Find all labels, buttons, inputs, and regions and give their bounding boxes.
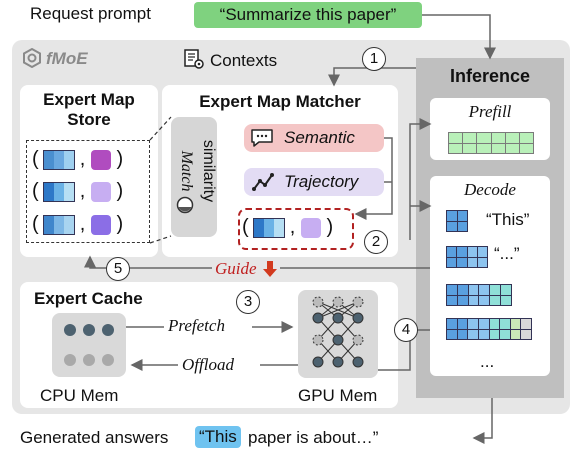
- expert-map-store-panel: [20, 85, 158, 257]
- request-prompt-label: Request prompt: [30, 4, 151, 23]
- expert-cache-title: Expert Cache: [34, 289, 143, 308]
- generated-answers-label: Generated answers: [20, 428, 169, 447]
- request-prompt-text: “Summarize this paper”: [219, 5, 397, 24]
- contexts-icon: [183, 48, 205, 75]
- guide-label: Guide: [215, 259, 257, 278]
- decode-grid-4: [446, 318, 532, 340]
- cpu-mem-label: CPU Mem: [40, 386, 119, 405]
- matched-map-box: [238, 208, 354, 250]
- decode-token-this: “This”: [486, 210, 530, 229]
- step-3-badge: 3: [236, 290, 260, 314]
- request-prompt-box: “Summarize this paper”: [194, 2, 422, 28]
- similarity-gauge-icon: [176, 196, 194, 219]
- gpu-mem-label: GPU Mem: [298, 386, 378, 405]
- inference-title: Inference: [449, 66, 531, 86]
- expert-map-store-title: Expert Map Store: [43, 90, 135, 129]
- contexts-label: Contexts: [210, 51, 278, 70]
- offload-label: Offload: [182, 355, 234, 374]
- matched-map: ( , ): [242, 216, 334, 238]
- decode-grid-1: [446, 210, 468, 232]
- step-4-badge: 4: [394, 318, 418, 342]
- prefetch-label: Prefetch: [168, 316, 225, 335]
- chat-bubble-icon: [250, 128, 274, 153]
- store-map-row-1: ( , ): [32, 148, 124, 170]
- prefill-token-grid: [448, 132, 534, 154]
- store-map-row-3: ( , ): [32, 213, 124, 235]
- trajectory-icon: [251, 171, 275, 198]
- step-2-badge: 2: [364, 230, 388, 254]
- guide-down-arrow-icon: [263, 260, 277, 283]
- semantic-label: Semantic: [284, 128, 355, 147]
- generated-answer-highlight: “This: [195, 426, 241, 448]
- decode-grid-2: [446, 246, 488, 268]
- prefill-label: Prefill: [468, 102, 512, 121]
- match-similarity-box: [171, 117, 217, 237]
- expert-map-store-dashed-box: [26, 140, 150, 243]
- decode-box: [430, 176, 550, 376]
- decode-token-more: “...”: [494, 244, 520, 263]
- decode-ellipsis: ...: [480, 352, 495, 371]
- cpu-mem-box: [52, 313, 126, 377]
- step-1-badge: 1: [362, 47, 386, 71]
- expert-map-matcher-title: Expert Map Matcher: [199, 92, 361, 111]
- fmoe-name: fMoE: [46, 49, 88, 68]
- store-map-row-2: ( , ): [32, 180, 124, 202]
- decode-label: Decode: [464, 180, 516, 199]
- cpu-expert-dots: [64, 324, 114, 366]
- generated-answer-rest: paper is about…”: [248, 428, 379, 447]
- trajectory-label: Trajectory: [284, 172, 359, 191]
- step-5-badge: 5: [106, 257, 130, 281]
- decode-grid-3: [446, 284, 512, 306]
- gpu-expert-network: [312, 296, 364, 368]
- fmoe-logo-icon: [22, 47, 42, 73]
